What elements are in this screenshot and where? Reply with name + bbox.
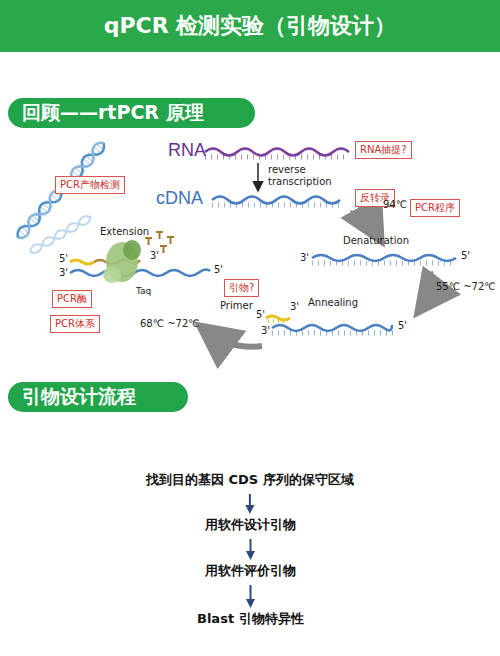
question-tag: PCR产物检测 [55, 176, 125, 194]
question-tag-text: PCR产物检测 [60, 179, 120, 190]
diagram-label: 5' [256, 309, 265, 321]
question-tag-text: PCR酶 [57, 293, 87, 304]
diagram-label: RNA [168, 140, 206, 161]
flow-step: 找到目的基因 CDS 序列的保守区域 [142, 469, 358, 491]
dna-strand [70, 269, 210, 276]
diagram-label: 55℃ ~72℃ [436, 281, 495, 293]
primer-strand [70, 260, 94, 264]
question-tag-text: RNA抽提? [360, 144, 407, 155]
diagram-label: 68℃ ~72℃ [140, 318, 199, 330]
diagram-label: cDNA [156, 188, 203, 209]
flow-step: Blast 引物特异性 [193, 608, 308, 630]
diagram-label: Annealing [308, 297, 358, 309]
flow-arrow [250, 585, 252, 605]
rna-strand [205, 149, 349, 156]
nucleotides [145, 232, 174, 253]
primer-strand [266, 316, 290, 320]
diagram-label: 3' [300, 252, 309, 264]
section-pill-text: 引物设计流程 [22, 384, 136, 410]
diagram-label: 3' [290, 301, 299, 313]
flow-step-text: 用软件设计引物 [205, 517, 296, 532]
question-tag: PCR体系 [50, 315, 100, 333]
diagram-label: Primer [220, 300, 253, 312]
title-banner: qPCR 检测实验（引物设计） [0, 0, 500, 52]
question-tag-text: PCR程序 [415, 202, 455, 213]
cdna-strand [212, 197, 340, 204]
cycle-arrow [350, 213, 376, 232]
flow-arrow [249, 494, 251, 511]
flow-step-text: 找到目的基因 CDS 序列的保守区域 [146, 472, 354, 487]
diagram-label: 94℃ [383, 199, 407, 211]
diagram-label: Taq [136, 286, 151, 296]
diagram-label: 5' [214, 264, 223, 276]
diagram-label: 5' [461, 250, 470, 262]
question-tag: 引物? [224, 279, 259, 297]
flow-arrow [250, 539, 252, 557]
diagram-label: Extension [100, 226, 149, 238]
cycle-arrow [208, 332, 262, 347]
question-tag: RNA抽提? [355, 141, 412, 159]
section-pill-text: 回顾——rtPCR 原理 [22, 100, 204, 126]
diagram-label: 3' [150, 250, 159, 262]
diagram-label: 5' [398, 320, 407, 332]
question-tag: PCR程序 [410, 199, 460, 217]
diagram-label: 5' [59, 253, 68, 265]
title-text: qPCR 检测实验（引物设计） [104, 11, 397, 41]
diagram-label: 3' [59, 267, 68, 279]
section-pill: 引物设计流程 [8, 382, 188, 412]
diagram-label: 3' [261, 325, 270, 337]
question-tag-text: 引物? [229, 282, 254, 293]
dna-strand [312, 255, 456, 261]
diagram-label: reverse transcription [268, 164, 340, 187]
rt-arrow [257, 163, 259, 188]
question-tag-text: PCR体系 [55, 318, 95, 329]
section-pill: 回顾——rtPCR 原理 [8, 98, 255, 128]
flow-step-text: 用软件评价引物 [205, 563, 296, 578]
diagram-label: Denaturation [343, 235, 409, 247]
flow-step-text: Blast 引物特异性 [197, 611, 304, 626]
question-tag: PCR酶 [52, 290, 92, 308]
flow-step: 用软件设计引物 [201, 514, 300, 536]
cycle-arrow [424, 272, 432, 304]
flow-step: 用软件评价引物 [201, 560, 300, 582]
dna-strand [272, 325, 392, 331]
